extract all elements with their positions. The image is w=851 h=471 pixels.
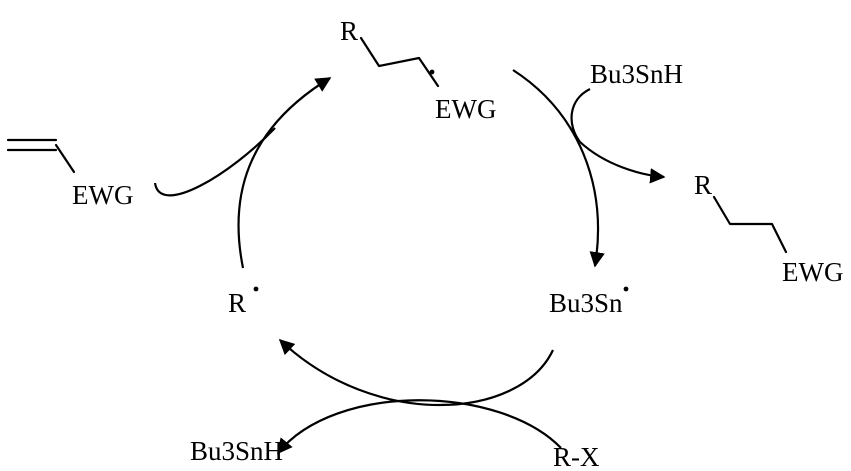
tin-hydride-label-bottom: Bu3SnH: [190, 436, 283, 466]
alkene-ewg-label: EWG: [72, 180, 133, 210]
adduct-radical: R EWG: [340, 16, 496, 124]
radical-dot: [623, 286, 629, 292]
alkene-substrate: EWG: [6, 138, 133, 210]
product-r: R: [694, 170, 712, 200]
arrow-addition: [237, 77, 332, 269]
tin-hydride-reagent-top: Bu3SnH: [590, 59, 683, 89]
arrow-h-abstraction: [512, 69, 605, 268]
product-ewg: EWG: [782, 257, 843, 287]
alkyl-radical: R: [228, 286, 259, 318]
radical-dot: [253, 286, 259, 292]
arrow-tin-hydride-in: [570, 88, 591, 143]
arrow-product-out: [579, 141, 666, 184]
tin-radical-label: Bu3Sn: [549, 288, 623, 318]
arrow-alkene-entry: [153, 127, 276, 197]
tin-hydride-label-top: Bu3SnH: [590, 59, 683, 89]
adduct-radical-bond: [359, 36, 440, 88]
alkyl-radical-r: R: [228, 288, 246, 318]
adduct-radical-ewg: EWG: [435, 94, 496, 124]
arrow-halogen-abstraction: [278, 338, 554, 406]
tin-radical: Bu3Sn: [549, 286, 629, 318]
adduct-radical-r: R: [340, 16, 358, 46]
radical-dot: [429, 69, 435, 75]
product: R EWG: [694, 170, 843, 287]
arrow-rx-to-tin-hydride: [277, 399, 562, 455]
